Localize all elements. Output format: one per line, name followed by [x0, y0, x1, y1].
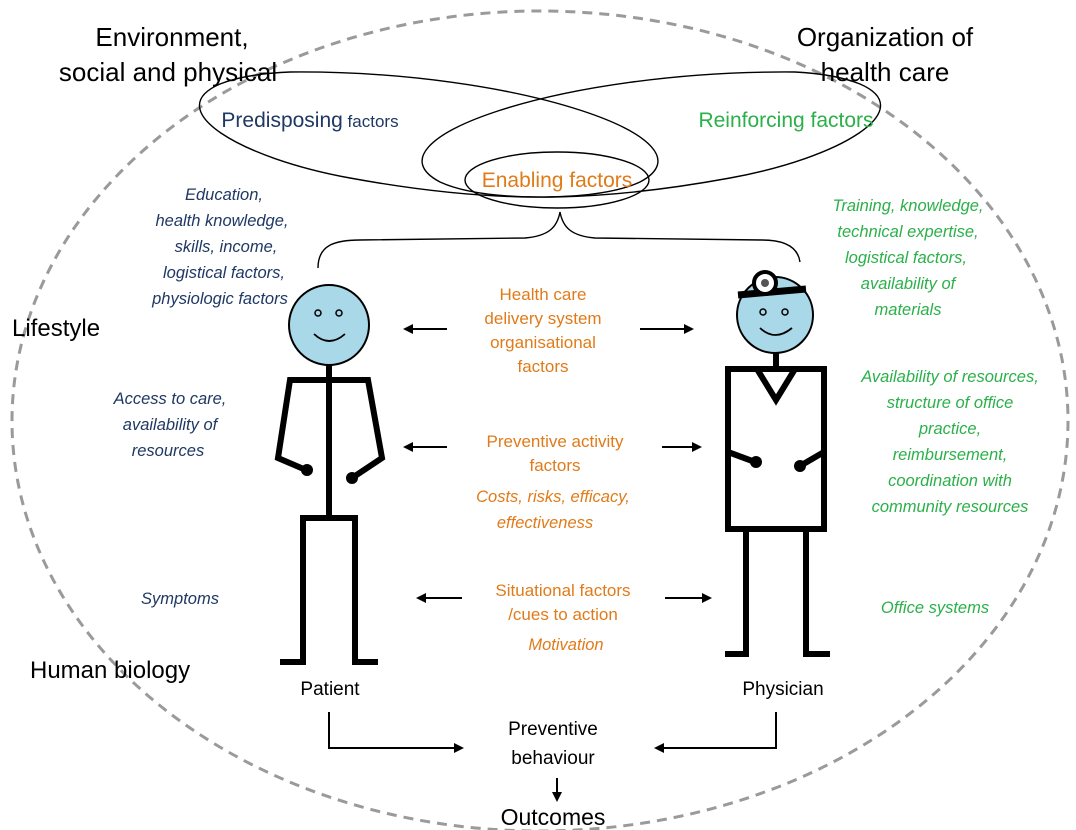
organization-line-2: health care	[821, 57, 950, 87]
environment-line-1: Environment,	[95, 22, 248, 52]
physician-training-line-3: logistical factors,	[845, 249, 967, 267]
enabling-factors-label: Enabling factors	[482, 169, 633, 192]
physician-smile	[759, 327, 793, 336]
patient-left-arm	[274, 377, 329, 473]
physician-training-line-2: technical expertise,	[837, 223, 978, 241]
preventive-behaviour-line-1: Preventive	[508, 719, 598, 740]
patient-right-arm	[329, 377, 386, 481]
physician-left-leg	[725, 529, 749, 657]
physician-to-behaviour-arrow	[654, 712, 777, 753]
center-health-care-line-1: Health care	[500, 285, 587, 304]
environment-line-2: social and physical	[59, 57, 277, 87]
reinforcing-factors-label: Reinforcing factors	[698, 109, 873, 132]
physician-resources-line-4: reimbursement,	[893, 446, 1008, 464]
patient-education-line-4: logistical factors,	[163, 264, 285, 282]
bracket-brace	[317, 211, 801, 269]
patient-label: Patient	[300, 679, 360, 700]
physician-training-line-5: materials	[875, 301, 942, 319]
enabling-ellipse	[464, 151, 650, 209]
physician-left-hand	[750, 456, 762, 468]
patient-education-line-3: skills, income,	[175, 238, 278, 256]
patient-education-line-2: health knowledge,	[155, 212, 288, 230]
patient-smile	[313, 333, 346, 342]
patient-access-line-1: Access to care,	[113, 390, 227, 408]
physician-label: Physician	[742, 679, 823, 700]
patient-to-behaviour-arrow	[328, 712, 464, 753]
physician-collar	[754, 367, 798, 406]
reinforcing-ellipse	[421, 71, 882, 198]
physician-coat	[725, 366, 827, 532]
human-biology-label: Human biology	[30, 657, 190, 684]
patient-head	[288, 284, 370, 366]
center-costs-line-1: Costs, risks, efficacy,	[476, 488, 630, 506]
patient-right-eye	[335, 309, 343, 317]
patient-access-line-3: resources	[132, 442, 204, 460]
physician-training-line-1: Training, knowledge,	[832, 197, 983, 215]
physician-right-hand	[794, 460, 806, 472]
patient-symptoms: Symptoms	[141, 590, 219, 608]
outcomes-label: Outcomes	[501, 804, 606, 830]
outer-dashed-ellipse	[10, 9, 1070, 830]
predisposing-factors-label: Predisposing factors	[221, 109, 398, 132]
patient-left-eye	[314, 309, 322, 317]
physician-left-eye	[759, 308, 767, 316]
patient-legs	[280, 515, 378, 665]
physician-resources-line-6: community resources	[872, 498, 1029, 516]
center-preventive-activity-line-1: Preventive activity	[487, 432, 624, 451]
preventive-behaviour-line-2: behaviour	[511, 748, 595, 769]
patient-right-hand	[346, 472, 358, 484]
physician-training-line-4: availability of	[861, 275, 958, 293]
center-health-care-line-3: organisational	[490, 333, 596, 352]
patient-figure	[274, 284, 386, 665]
physician-resources-line-1: Availability of resources,	[860, 368, 1039, 386]
physician-resources-line-3: practice,	[918, 420, 981, 438]
physician-resources-line-5: coordination with	[888, 472, 1012, 490]
physician-right-leg	[803, 529, 830, 657]
physician-office-systems: Office systems	[881, 599, 989, 617]
lifestyle-label: Lifestyle	[12, 315, 100, 342]
center-preventive-activity-line-2: factors	[529, 456, 580, 475]
patient-left-hand	[301, 464, 313, 476]
center-health-care-line-4: factors	[517, 357, 568, 376]
physician-figure	[725, 270, 830, 657]
physician-resources-line-2: structure of office	[887, 394, 1014, 412]
center-situational-line-1: Situational factors	[495, 581, 630, 600]
organization-line-1: Organization of	[797, 22, 974, 52]
predisposing-ellipse	[198, 71, 659, 198]
center-costs-line-2: effectiveness	[497, 514, 593, 532]
patient-education-line-1: Education,	[185, 186, 263, 204]
patient-education-line-5: physiologic factors	[151, 290, 288, 308]
center-situational-line-2: /cues to action	[508, 605, 618, 624]
physician-right-eye	[781, 308, 789, 316]
patient-access-line-2: availability of	[123, 416, 220, 434]
center-motivation: Motivation	[528, 636, 603, 654]
center-health-care-line-2: delivery system	[484, 309, 601, 328]
